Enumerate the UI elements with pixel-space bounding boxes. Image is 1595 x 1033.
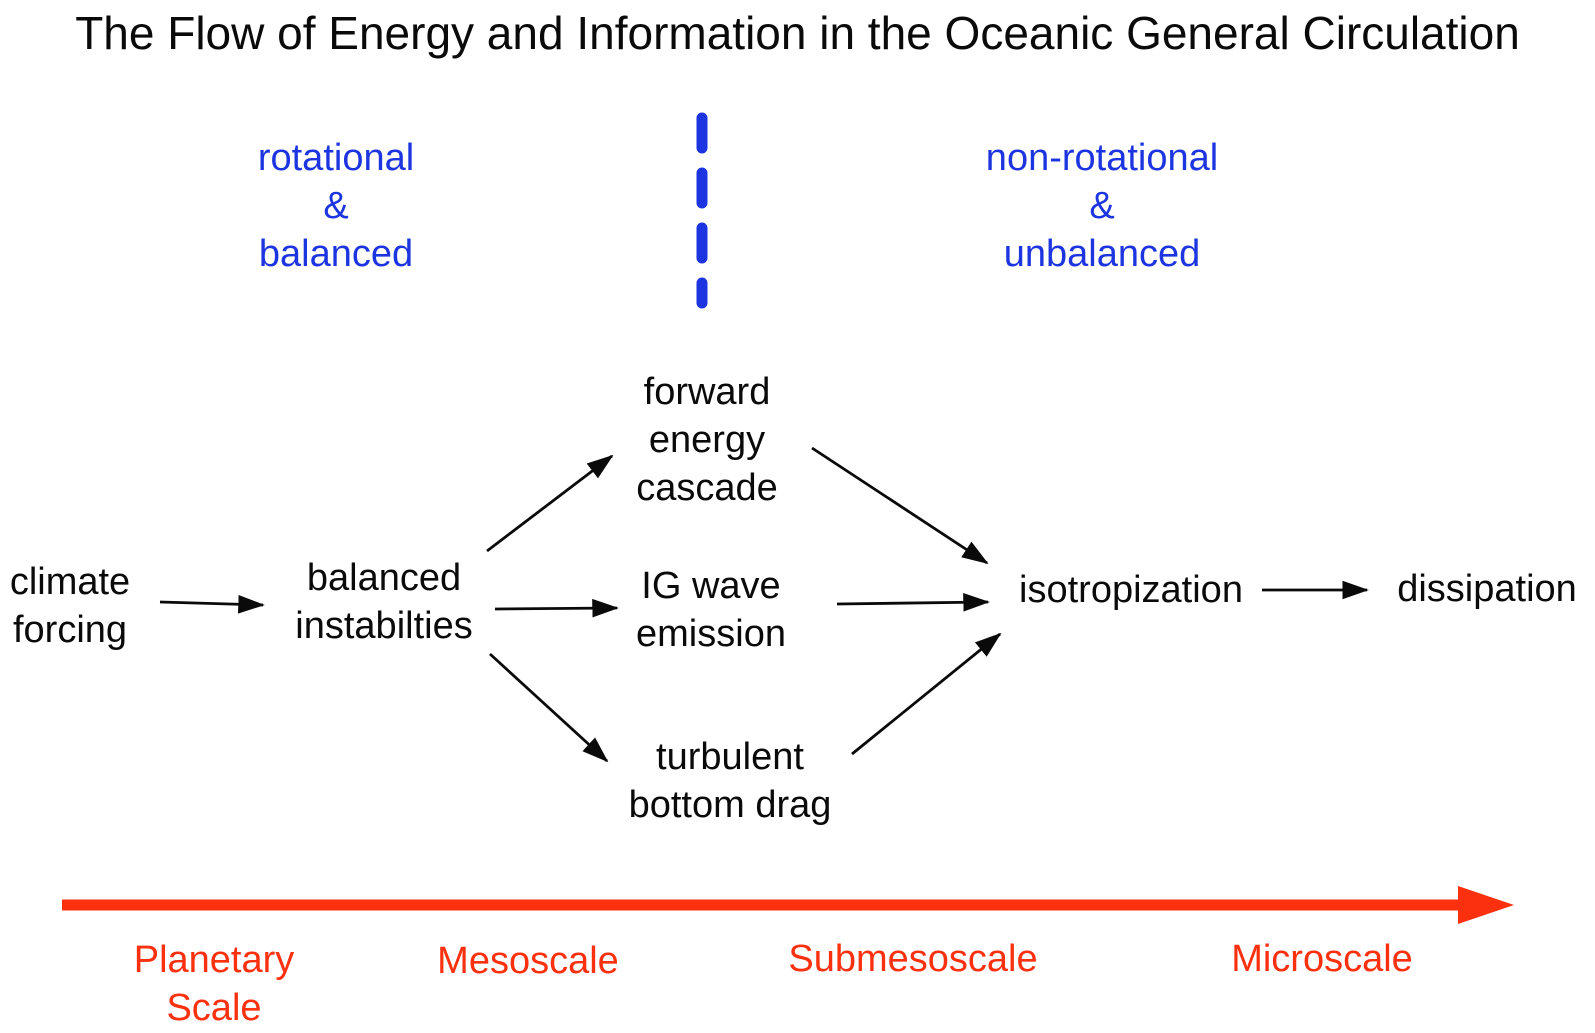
node-climate-forcing: climate forcing <box>9 561 131 651</box>
scale-axis-arrowhead <box>1458 886 1514 924</box>
scale-label-microscale: Microscale <box>1231 938 1413 980</box>
scale-label-submesoscale: Submesoscale <box>788 938 1038 980</box>
regime-label-nonrotational-unbalanced: non-rotational & unbalanced <box>985 137 1219 275</box>
arrow-igwave-to-isotropization <box>836 593 990 612</box>
node-turbulent-bottom-drag: turbulent bottom drag <box>628 736 832 826</box>
scale-label-planetary: Planetary Scale <box>133 939 295 1029</box>
node-isotropization: isotropization <box>1019 569 1243 611</box>
node-ig-wave-emission: IG wave emission <box>636 565 786 655</box>
regime-label-rotational-balanced: rotational & balanced <box>257 137 415 275</box>
arrow-instabilities-to-cascade <box>486 454 614 553</box>
scale-label-mesoscale: Mesoscale <box>437 940 619 982</box>
node-dissipation: dissipation <box>1397 568 1577 610</box>
arrow-bottomdrag-to-isotropization <box>851 632 1002 756</box>
node-forward-energy-cascade: forward energy cascade <box>636 371 778 509</box>
arrow-instabilities-to-bottomdrag <box>489 652 609 763</box>
arrow-instabilities-to-igwave <box>494 598 619 618</box>
diagram-title: The Flow of Energy and Information in th… <box>75 7 1520 59</box>
arrow-cascade-to-isotropization <box>811 446 989 565</box>
node-balanced-instabilities: balanced instabilties <box>295 557 473 647</box>
arrow-climate-to-instabilities <box>159 594 265 614</box>
